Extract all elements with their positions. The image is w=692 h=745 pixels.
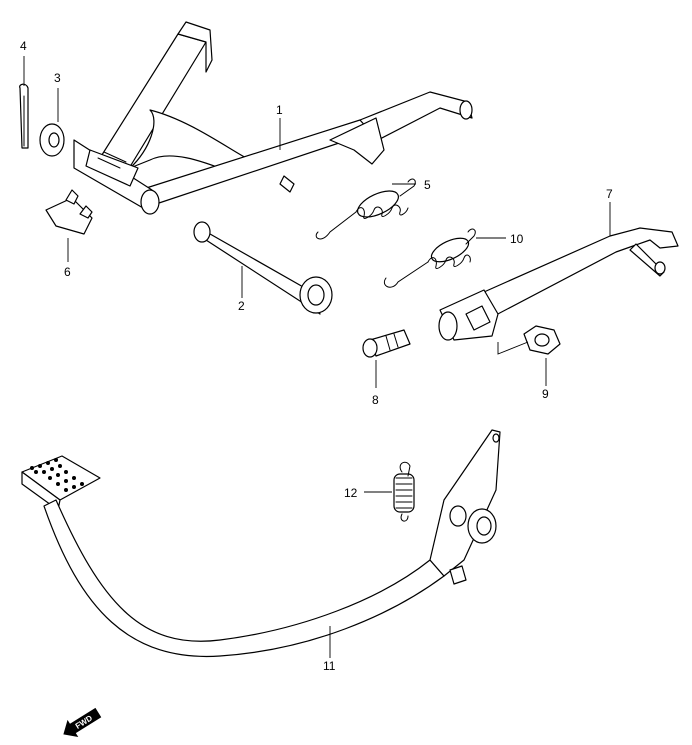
- fwd-arrow-icon: FWD: [63, 707, 102, 738]
- callout-3: 3: [54, 71, 61, 85]
- callout-6: 6: [64, 265, 71, 279]
- callout-11: 11: [323, 659, 336, 673]
- part-1-center-stand: [73, 21, 473, 215]
- callout-10: 10: [510, 232, 524, 246]
- part-4-cotter-pin: [19, 83, 29, 149]
- callout-4: 4: [20, 39, 27, 53]
- callout-8: 8: [372, 393, 379, 407]
- callout-labels: 1 2 3 4 5 6 7 8 9 10 12 11: [20, 39, 613, 673]
- callout-2: 2: [238, 299, 245, 313]
- callout-9: 9: [542, 387, 549, 401]
- part-7-side-stand: [438, 227, 679, 341]
- part-11-brake-pedal: [21, 429, 501, 658]
- part-8-bolt: [362, 329, 411, 358]
- part-10-spring: [384, 228, 476, 288]
- part-5-spring: [315, 178, 416, 240]
- callout-12: 12: [344, 486, 358, 500]
- part-9-nut: [523, 325, 561, 355]
- part-6-stopper-rubber: [45, 189, 93, 235]
- part-12-spring: [393, 461, 415, 522]
- part-2-shaft: [193, 221, 333, 315]
- callout-7: 7: [606, 187, 613, 201]
- part-3-washer: [39, 123, 65, 157]
- leader-lines: [23, 56, 611, 658]
- callout-5: 5: [424, 178, 431, 192]
- callout-1: 1: [276, 103, 283, 117]
